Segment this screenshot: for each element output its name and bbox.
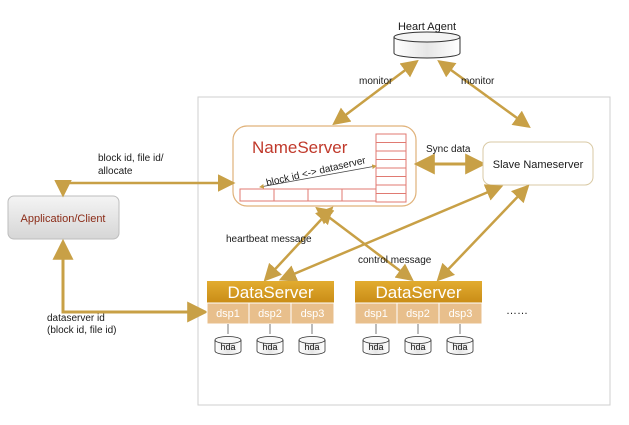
- monitor-label-right: monitor: [461, 76, 495, 87]
- dsp-label: dsp2: [258, 308, 282, 320]
- sync-data-label: Sync data: [426, 144, 471, 155]
- block-file-allocate-label-2: allocate: [98, 166, 133, 177]
- dataserver-node-1: DataServer dsp1 dsp2 dsp3 hda hda hda: [206, 281, 335, 355]
- dataserver-node-2: DataServer dsp1 dsp2 dsp3 hda hda hda: [354, 281, 483, 355]
- disk-label: hda: [220, 342, 235, 352]
- nameserver-node: NameServer block id <-> dataserver: [232, 125, 417, 207]
- client-dataserver-arrow: [52, 238, 209, 323]
- disk-hda: hda: [298, 336, 326, 355]
- dsp-cell: [438, 302, 483, 325]
- nameserver-title: NameServer: [252, 138, 348, 157]
- heartbeat-label: heartbeat message: [226, 234, 312, 245]
- more-dataservers-ellipsis: ……: [506, 305, 528, 317]
- arrow-ds2-slave: [436, 184, 530, 282]
- disk-label: hda: [410, 342, 425, 352]
- block-file-allocate-label-1: block id, file id/: [98, 153, 164, 164]
- dsp-label: dsp1: [216, 308, 240, 320]
- disk-label: hda: [368, 342, 383, 352]
- monitor-arrow-left: [332, 59, 419, 126]
- dataserver-id-label-1: dataserver id: [47, 313, 105, 324]
- slave-nameserver-label: Slave Nameserver: [493, 159, 584, 171]
- disk-hda: hda: [404, 336, 432, 355]
- client-nameserver-arrow: [54, 174, 236, 198]
- disk-label: hda: [262, 342, 277, 352]
- dataserver-id-label-2: (block id, file id): [47, 325, 116, 336]
- heart-agent-node: Heart Agent: [393, 21, 461, 59]
- dsp-label: dsp3: [449, 308, 473, 320]
- disk-label: hda: [452, 342, 467, 352]
- disk-hda: hda: [214, 336, 242, 355]
- nameserver-table-grid: [375, 133, 407, 203]
- control-label: control message: [358, 255, 432, 266]
- mapping-arrow: [259, 164, 377, 189]
- disk-hda: hda: [362, 336, 390, 355]
- dsp-cell: [290, 302, 335, 325]
- dataserver-title-1: DataServer: [228, 283, 314, 302]
- dsp-label: dsp2: [406, 308, 430, 320]
- nameserver-block-grid: [239, 188, 377, 202]
- monitor-label-left: monitor: [359, 76, 393, 87]
- slave-nameserver-node: Slave Nameserver: [482, 141, 594, 186]
- heart-agent-label: Heart Agent: [398, 21, 456, 33]
- dsp-label: dsp1: [364, 308, 388, 320]
- disk-hda: hda: [446, 336, 474, 355]
- disk-hda: hda: [256, 336, 284, 355]
- disk-label: hda: [304, 342, 319, 352]
- monitor-arrow-right: [437, 59, 531, 129]
- client-label: Application/Client: [21, 213, 106, 225]
- dsp-label: dsp3: [301, 308, 325, 320]
- client-node: Application/Client: [7, 195, 120, 240]
- dataserver-title-2: DataServer: [376, 283, 462, 302]
